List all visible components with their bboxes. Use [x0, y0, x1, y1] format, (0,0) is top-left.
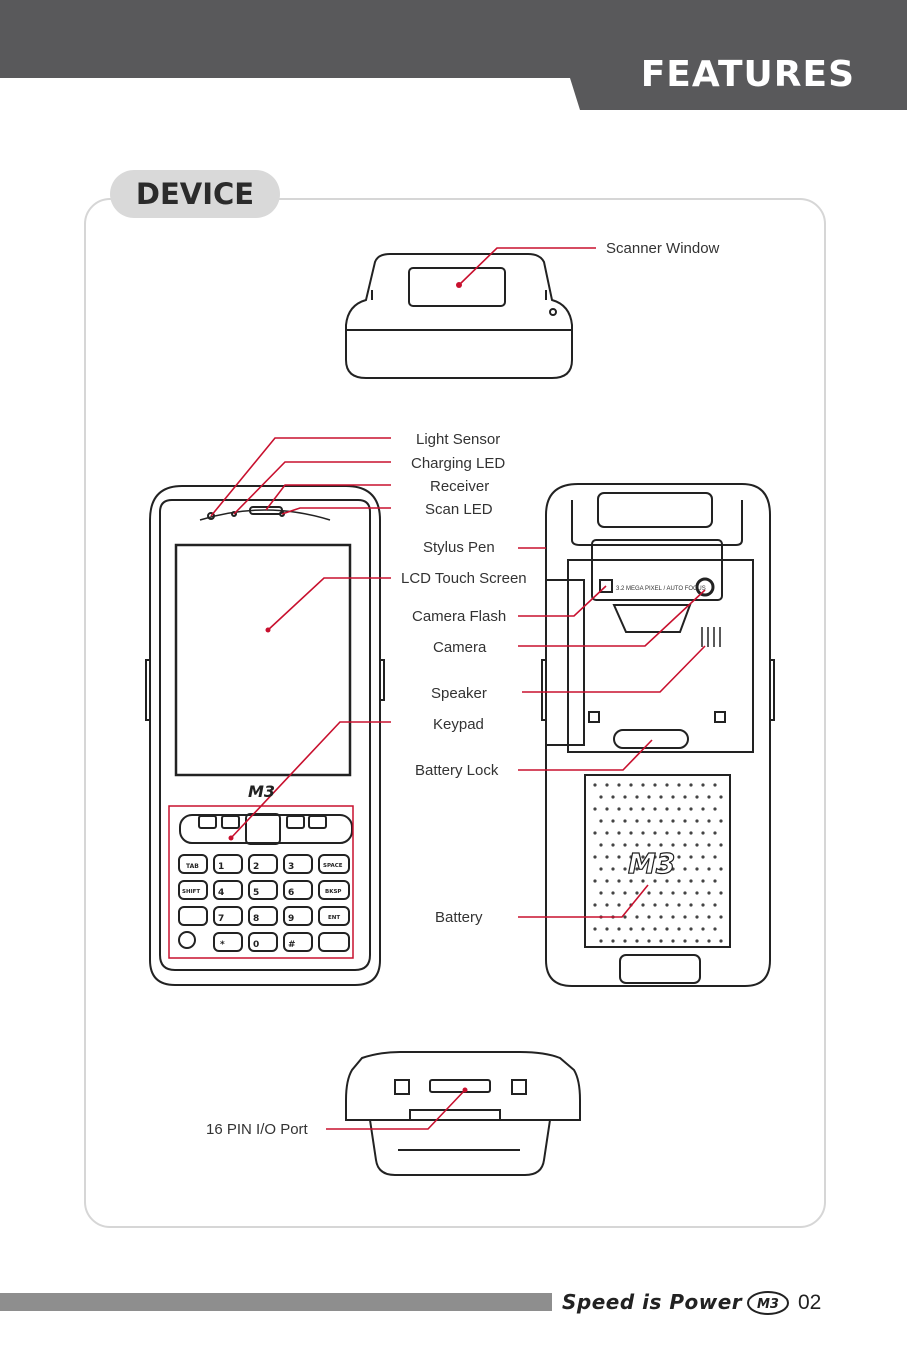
label-battery: Battery: [435, 909, 483, 926]
label-scanner-window: Scanner Window: [606, 240, 719, 257]
page-number: 02: [798, 1291, 821, 1315]
key-0: 0: [253, 940, 259, 950]
label-receiver: Receiver: [430, 478, 489, 495]
key-ent: ENT: [328, 915, 340, 921]
front-brand-mark: M3: [248, 782, 275, 801]
key-3: 3: [288, 862, 294, 872]
label-keypad: Keypad: [433, 716, 484, 733]
key-bksp: BKSP: [325, 889, 341, 895]
label-camera-flash: Camera Flash: [412, 608, 506, 625]
key-7: 7: [218, 914, 224, 924]
bottom-view-drawing: [346, 1052, 580, 1175]
key-hash: #: [288, 940, 296, 950]
brand-logo: M3: [746, 1290, 790, 1316]
label-speaker: Speaker: [431, 685, 487, 702]
key-tab: TAB: [186, 863, 199, 870]
key-8: 8: [253, 914, 259, 924]
key-4: 4: [218, 888, 224, 898]
key-space: SPACE: [323, 863, 343, 869]
footer-slogan: Speed is Power: [562, 1290, 742, 1314]
label-scan-led: Scan LED: [425, 501, 493, 518]
back-view-drawing: [542, 484, 774, 986]
label-camera: Camera: [433, 639, 486, 656]
key-5: 5: [253, 888, 259, 898]
label-battery-lock: Battery Lock: [415, 762, 498, 779]
label-stylus-pen: Stylus Pen: [423, 539, 495, 556]
key-2: 2: [253, 862, 259, 872]
key-shift: SHIFT: [182, 889, 200, 895]
top-view-drawing: [346, 254, 572, 378]
key-1: 1: [218, 862, 224, 872]
front-view-drawing: [146, 486, 384, 985]
key-star: *: [220, 940, 225, 950]
logo-text: M3: [757, 1297, 779, 1312]
label-lcd-touch-screen: LCD Touch Screen: [401, 570, 527, 587]
key-9: 9: [288, 914, 294, 924]
label-charging-led: Charging LED: [411, 455, 505, 472]
camera-marking: 3.2 MEGA PIXEL / AUTO FOCUS: [616, 586, 706, 592]
label-light-sensor: Light Sensor: [416, 431, 500, 448]
label-io-port: 16 PIN I/O Port: [206, 1121, 308, 1138]
key-6: 6: [288, 888, 294, 898]
battery-brand-mark: M3: [628, 847, 675, 880]
footer-bar: [0, 1293, 552, 1311]
